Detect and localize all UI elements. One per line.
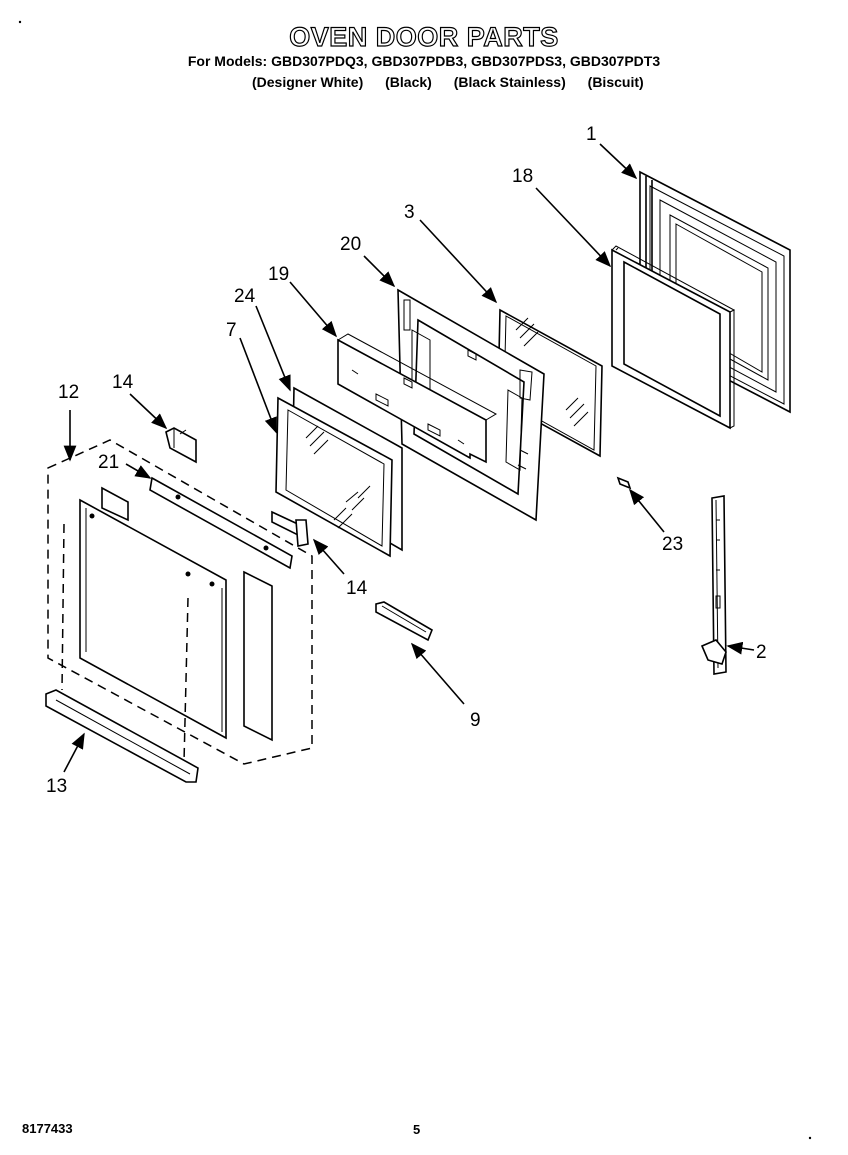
callout-20: 20: [340, 234, 361, 255]
callout-14-upper: 14: [112, 372, 134, 393]
part-9-vent-strip: [375, 601, 433, 642]
page-number: 5: [413, 1122, 421, 1137]
callout-2: 2: [756, 642, 767, 663]
callout-24: 24: [234, 286, 256, 307]
part-14-upper-bracket: [165, 427, 197, 464]
models-line: For Models: GBD307PDQ3, GBD307PDB3, GBD3…: [187, 53, 661, 69]
part-7-inner-glass: [275, 396, 393, 558]
color-designer-white: (Designer White): [252, 74, 364, 90]
callout-19: 19: [268, 264, 289, 285]
color-black: (Black): [385, 74, 432, 90]
part-19-heat-shield: [337, 333, 498, 464]
leader-lines: [63, 143, 755, 773]
part-13-handle: [45, 689, 199, 783]
part-12-door-assembly: [47, 439, 313, 765]
part-14-lower-bracket: [271, 510, 309, 547]
callout-21: 21: [98, 452, 119, 473]
color-black-stainless: (Black Stainless): [453, 74, 566, 90]
callout-23: 23: [662, 534, 683, 555]
callout-7: 7: [226, 320, 237, 341]
callout-12: 12: [58, 382, 79, 403]
part-number: 8177433: [22, 1121, 73, 1136]
color-biscuit: (Biscuit): [587, 74, 644, 90]
part-23-clip: [616, 476, 632, 490]
callout-14-lower: 14: [346, 578, 368, 599]
page-title: OVEN DOOR PARTS: [289, 21, 559, 52]
callout-9: 9: [470, 710, 481, 731]
callout-1: 1: [586, 124, 597, 145]
callout-labels: 1 18 3 20 19 24 7 12 14 21 14 23 2 9 13: [46, 124, 767, 797]
callout-13: 13: [46, 776, 67, 797]
callout-18: 18: [512, 166, 533, 187]
part-18-door-frame: [611, 245, 736, 430]
color-variants: (Designer White) (Black) (Black Stainles…: [252, 74, 662, 90]
part-2-hinge: [700, 495, 727, 675]
callout-3: 3: [404, 202, 415, 223]
